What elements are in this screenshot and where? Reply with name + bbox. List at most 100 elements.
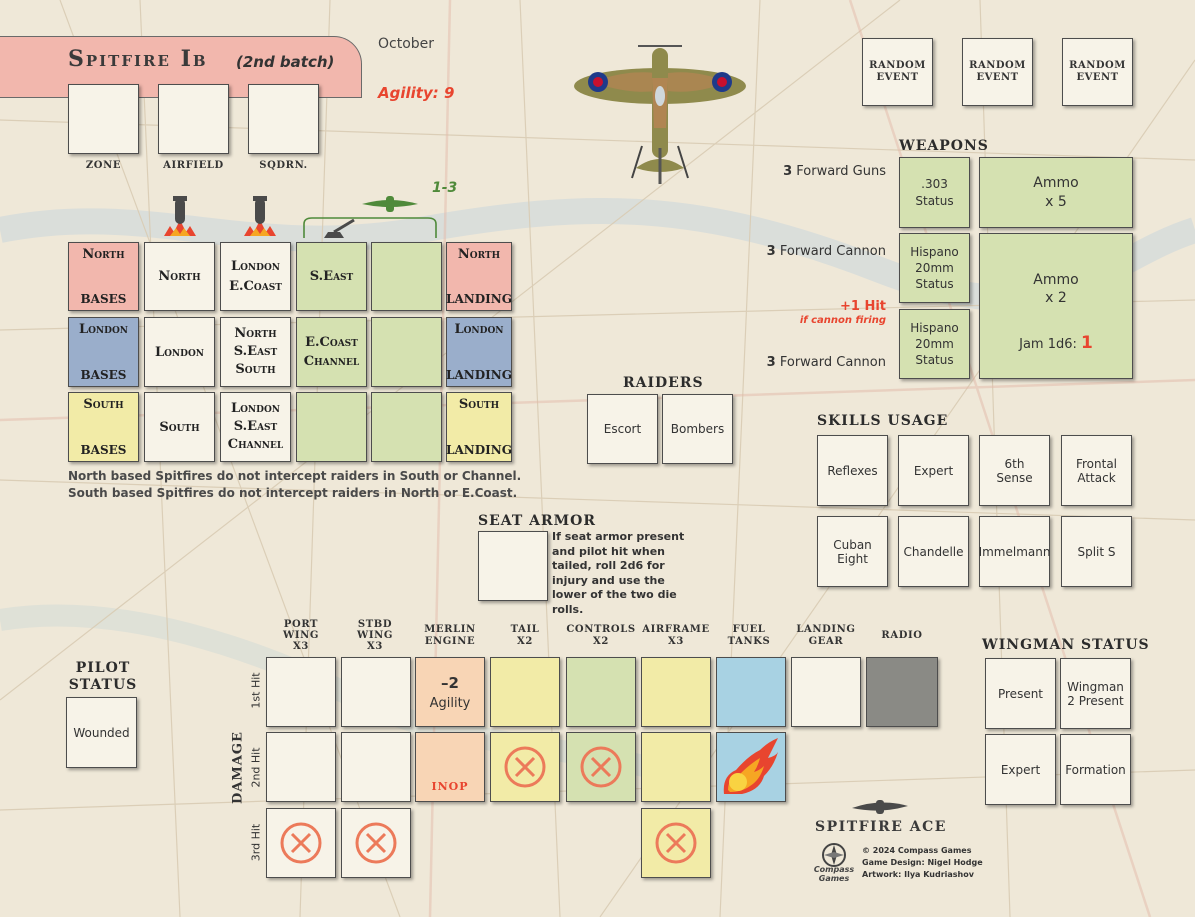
wingman2-present-slot[interactable]: Wingman 2 Present (1060, 658, 1131, 729)
london-extra-cell[interactable] (371, 317, 442, 387)
south-zone-cell[interactable]: South (144, 392, 215, 462)
tail-hit2[interactable] (490, 732, 560, 802)
cell-label: North (158, 269, 201, 284)
cannon1-row-label: 3 Forward Cannon (740, 244, 886, 259)
north-targets-cell[interactable]: London E.Coast (220, 242, 291, 311)
damage-col-engine: Merlin Engine (414, 624, 486, 647)
random-event-slot-2[interactable]: Random Event (962, 38, 1033, 106)
agility-penalty-label: Agility (429, 695, 471, 711)
skill-sixth-sense[interactable]: 6th Sense (979, 435, 1050, 506)
aircraft-name: Spitfire Ib (68, 46, 208, 72)
column-name: Airframe (642, 624, 710, 635)
airframe-hit3[interactable] (641, 808, 711, 878)
stbd-wing-hit1[interactable] (341, 657, 411, 727)
wingman-formation-slot[interactable]: Formation (1060, 734, 1131, 805)
column-name: Tail (510, 624, 540, 635)
fire-icon (723, 738, 778, 794)
jam-row: Jam 1d6: 1 (1019, 333, 1093, 353)
column-mult: x3 (293, 641, 309, 652)
north-extra-cell[interactable] (371, 242, 442, 311)
north-bases-cell[interactable]: NorthBases (68, 242, 139, 311)
north-sector-cell[interactable]: S.East (296, 242, 367, 311)
skill-split-s[interactable]: Split S (1061, 516, 1132, 587)
engine-hit1[interactable]: –2 Agility (415, 657, 485, 727)
engine-inop-label: INOP (431, 780, 469, 793)
seat-armor-slot[interactable] (478, 531, 548, 601)
stbd-wing-hit2[interactable] (341, 732, 411, 802)
cannon2-row-label: 3 Forward Cannon (740, 355, 886, 370)
raider-label: Bombers (670, 422, 725, 436)
raider-label: Escort (603, 422, 642, 436)
port-wing-hit2[interactable] (266, 732, 336, 802)
skill-chandelle[interactable]: Chandelle (898, 516, 969, 587)
london-targets-cell[interactable]: North S.East South (220, 317, 291, 387)
status-label: Hispano 20mm Status (910, 244, 959, 292)
port-wing-hit3[interactable] (266, 808, 336, 878)
random-event-slot-1[interactable]: Random Event (862, 38, 933, 106)
guns-status-box[interactable]: .303 Status (899, 157, 970, 228)
wingman-expert-slot[interactable]: Expert (985, 734, 1056, 805)
london-sector-cell[interactable]: E.Coast Channel (296, 317, 367, 387)
skill-expert[interactable]: Expert (898, 435, 969, 506)
cell-label: North (82, 247, 125, 262)
tail-hit1[interactable] (490, 657, 560, 727)
london-landing-cell[interactable]: LondonLanding (446, 317, 512, 387)
column-name: Controls (566, 624, 636, 635)
bombers-slot[interactable]: Bombers (662, 394, 733, 464)
airfield-slot[interactable] (158, 84, 229, 154)
wingman-label: Present (997, 686, 1044, 701)
pilot-wounded-slot[interactable]: Wounded (66, 697, 137, 768)
random-event-slot-3[interactable]: Random Event (1062, 38, 1133, 106)
skill-label: Immelmann (978, 544, 1051, 559)
south-sector-cell[interactable] (296, 392, 367, 462)
seat-armor-rule: If seat armor present and pilot hit when… (552, 530, 685, 616)
destroyed-cross-icon (580, 746, 622, 788)
south-bases-cell[interactable]: SouthBases (68, 392, 139, 462)
agility-label: Agility: 9 (378, 84, 455, 102)
north-zone-cell[interactable]: North (144, 242, 215, 311)
skill-immelmann[interactable]: Immelmann (979, 516, 1050, 587)
south-targets-cell[interactable]: London S.East Channel (220, 392, 291, 462)
south-extra-cell[interactable] (371, 392, 442, 462)
london-zone-cell[interactable]: London (144, 317, 215, 387)
controls-hit2[interactable] (566, 732, 636, 802)
squadron-slot[interactable] (248, 84, 319, 154)
cannon-ammo-box[interactable]: Ammo x 2 Jam 1d6: 1 (979, 233, 1133, 379)
skill-label: Reflexes (827, 463, 878, 478)
north-landing-cell[interactable]: NorthLanding (446, 242, 512, 311)
cannon2-status-box[interactable]: Hispano 20mm Status (899, 309, 970, 379)
skill-reflexes[interactable]: Reflexes (817, 435, 888, 506)
landing-gear-hit1[interactable] (791, 657, 861, 727)
skill-label: Cuban Eight (833, 537, 872, 566)
column-name: Stbd Wing (357, 619, 393, 641)
publisher-name: Compass Games (813, 865, 855, 883)
engine-hit2[interactable]: INOP (415, 732, 485, 802)
controls-hit1[interactable] (566, 657, 636, 727)
damage-col-fuel: Fuel Tanks (714, 624, 784, 647)
damage-col-tail: Tailx2 (490, 624, 560, 647)
zone-slot[interactable] (68, 84, 139, 154)
month-label: October (378, 36, 435, 52)
column-mult: x2 (517, 635, 533, 647)
stbd-wing-hit3[interactable] (341, 808, 411, 878)
fuel-hit1[interactable] (716, 657, 786, 727)
damage-col-airframe: Airframex3 (637, 624, 715, 647)
radio-hit1[interactable] (866, 657, 938, 727)
escort-slot[interactable]: Escort (587, 394, 658, 464)
guns-ammo-box[interactable]: Ammo x 5 (979, 157, 1133, 228)
cell-label: London E.Coast (229, 259, 282, 294)
skills-heading: Skills Usage (817, 413, 949, 429)
airframe-hit2[interactable] (641, 732, 711, 802)
port-wing-hit1[interactable] (266, 657, 336, 727)
london-bases-cell[interactable]: LondonBases (68, 317, 139, 387)
fuel-hit2[interactable] (716, 732, 786, 802)
cannon1-status-box[interactable]: Hispano 20mm Status (899, 233, 970, 303)
south-landing-cell[interactable]: SouthLanding (446, 392, 512, 462)
copyright-text: © 2024 Compass Games (862, 846, 972, 855)
wingman-present-slot[interactable]: Present (985, 658, 1056, 729)
skill-cuban-eight[interactable]: Cuban Eight (817, 516, 888, 587)
cell-label: South (159, 419, 200, 435)
airframe-hit1[interactable] (641, 657, 711, 727)
skill-frontal-attack[interactable]: Frontal Attack (1061, 435, 1132, 506)
logo-plane-icon (850, 796, 910, 822)
